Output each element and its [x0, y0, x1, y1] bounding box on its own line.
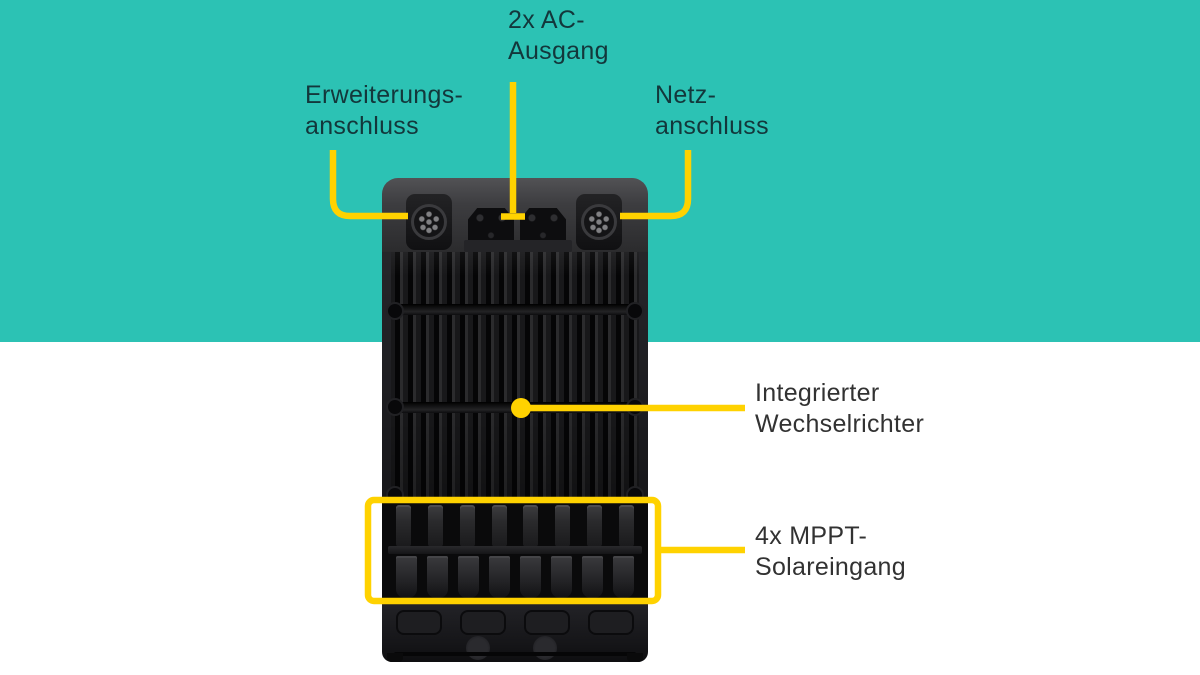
- solar-connector: [458, 556, 479, 598]
- fins-shading: [382, 252, 648, 500]
- solar-connector: [618, 505, 634, 547]
- solar-connector: [427, 505, 443, 547]
- label-line: anschluss: [305, 112, 419, 140]
- solar-connector: [520, 556, 541, 598]
- solar-connector: [396, 505, 411, 547]
- solar-connector: [587, 505, 603, 547]
- heatsink-fins: [382, 252, 648, 504]
- label-line: Ausgang: [508, 37, 609, 65]
- solar-connector: [427, 556, 448, 598]
- screw-icon: [626, 398, 644, 416]
- label-line: 2x AC-: [508, 6, 585, 34]
- screw-icon: [386, 398, 404, 416]
- solar-connector: [551, 556, 572, 598]
- base-mount-pad: [460, 610, 506, 635]
- fin-groove: [391, 402, 639, 413]
- outlet-mounting-plate: [464, 240, 572, 252]
- solar-connector: [555, 505, 571, 547]
- screw-icon: [626, 302, 644, 320]
- solar-connector: [489, 556, 510, 598]
- base-pads-row: [396, 610, 634, 635]
- solar-connector: [396, 556, 417, 598]
- device-base: [382, 602, 648, 662]
- grid-port-connector: [576, 194, 622, 250]
- base-strip: [394, 652, 636, 656]
- solar-input-section: [382, 500, 648, 602]
- solar-connector: [582, 556, 603, 598]
- screw-icon: [386, 302, 404, 320]
- label-line: Netz-: [655, 81, 717, 109]
- solar-row-divider: [388, 546, 642, 554]
- solar-connector: [491, 505, 507, 547]
- label-expansion-port: Erweiterungs- anschluss: [305, 80, 463, 142]
- label-inverter: Integrierter Wechselrichter: [755, 378, 924, 440]
- solar-connector: [613, 556, 634, 598]
- label-line: Erweiterungs-: [305, 81, 464, 109]
- solar-connector: [459, 505, 475, 547]
- expansion-port-connector: [406, 194, 452, 250]
- ac-outlet-2: [520, 208, 566, 246]
- base-mount-pad: [588, 610, 634, 635]
- label-grid-connection: Netz- anschluss: [655, 80, 769, 142]
- base-circle-icon: [466, 636, 490, 660]
- solar-row-top: [382, 505, 648, 547]
- base-circle-icon: [533, 636, 557, 660]
- device-foot: [627, 653, 643, 662]
- side-rail-right: [639, 252, 648, 500]
- grid-port-face: [581, 204, 617, 240]
- label-line: anschluss: [655, 112, 769, 140]
- label-line: Solareingang: [755, 553, 906, 581]
- label-line: Integrierter: [755, 379, 880, 407]
- battery-storage-device: [382, 178, 648, 662]
- expansion-port-face: [411, 204, 447, 240]
- solar-connector: [523, 505, 539, 547]
- side-rail-left: [382, 252, 391, 500]
- label-line: Wechselrichter: [755, 410, 925, 438]
- device-foot: [387, 653, 403, 662]
- device-top-panel: [382, 178, 648, 252]
- fin-groove: [391, 304, 639, 315]
- label-line: 4x MPPT-: [755, 522, 868, 550]
- base-mount-pad: [396, 610, 442, 635]
- label-solar-input: 4x MPPT- Solareingang: [755, 521, 906, 583]
- label-ac-output: 2x AC- Ausgang: [508, 5, 609, 67]
- solar-row-bottom: [382, 556, 648, 598]
- base-mount-pad: [524, 610, 570, 635]
